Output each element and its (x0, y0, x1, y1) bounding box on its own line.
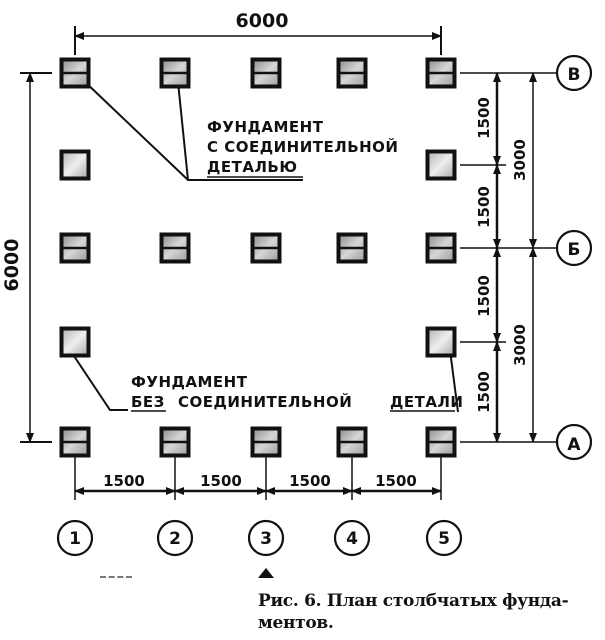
bottom-span-label-2: 1500 (200, 472, 242, 490)
foundation-with-connector (59, 57, 91, 89)
axis-bubble-col (425, 519, 463, 557)
foundation-with-connector (336, 57, 368, 89)
dimension-lines (20, 26, 593, 557)
foundation-with-connector (250, 57, 282, 89)
right-outer-span-label-1: 3000 (511, 139, 529, 181)
axis-label-col-1: 1 (69, 529, 81, 549)
foundation-with-connector (336, 232, 368, 264)
foundation-with-connector (250, 426, 282, 458)
note-without-connector-line2a: БЕЗ (131, 393, 165, 411)
foundation-with-connector (250, 232, 282, 264)
note-with-connector-line1: ФУНДАМЕНТ (207, 118, 324, 136)
axis-label-row-a: А (567, 435, 581, 455)
leader-line-without-connector-1 (69, 349, 128, 411)
axis-bubble-row (555, 229, 593, 267)
foundation-with-connector (59, 426, 91, 458)
axis-bubble-col (247, 519, 285, 557)
figure-caption: Рис. 6. План столбчатых фунда- ментов. (258, 590, 603, 634)
foundation-plain (425, 326, 457, 358)
axis-label-col-3: 3 (260, 529, 272, 549)
overall-width-label: 6000 (236, 10, 289, 32)
bottom-span-label-3: 1500 (289, 472, 331, 490)
right-inner-span-label-2: 1500 (475, 186, 493, 228)
foundation-plain (59, 149, 91, 181)
foundation-with-connector (425, 232, 457, 264)
print-smudge (100, 576, 132, 581)
leader-line-without-connector-2 (449, 349, 459, 413)
foundation-with-connector (159, 426, 191, 458)
leader-line-with-connector-2 (177, 81, 189, 181)
foundation-plain (425, 149, 457, 181)
foundation-with-connector (425, 57, 457, 89)
foundation-block (59, 149, 91, 181)
right-inner-span-label-4: 1500 (475, 371, 493, 413)
overall-height-label: 6000 (1, 239, 23, 292)
figure-caption-line1: Рис. 6. План столбчатых фунда- (258, 591, 569, 611)
figure-caption-line2: ментов. (258, 613, 334, 633)
foundation-block (425, 326, 457, 358)
axis-label-row-b: Б (568, 240, 581, 260)
right-inner-span-label-3: 1500 (475, 275, 493, 317)
note-with-connector-line3: ДЕТАЛЬЮ (207, 158, 297, 176)
axis-bubble-row (555, 423, 593, 461)
foundation-plain (59, 326, 91, 358)
bottom-span-label-1: 1500 (103, 472, 145, 490)
foundations (59, 57, 457, 458)
right-outer-span-label-2: 3000 (511, 324, 529, 366)
axis-bubble-col (56, 519, 94, 557)
axis-label-col-2: 2 (169, 529, 181, 549)
foundation-with-connector (336, 426, 368, 458)
axis-bubble-row (555, 54, 593, 92)
foundation-with-connector (425, 426, 457, 458)
note-without-connector-line2b: СОЕДИНИТЕЛЬНОЙ (178, 392, 352, 411)
foundation-with-connector (59, 232, 91, 264)
note-without-connector-line1: ФУНДАМЕНТ (131, 373, 248, 391)
axis-bubble-col (156, 519, 194, 557)
note-with-connector-line2: С СОЕДИНИТЕЛЬНОЙ (207, 137, 399, 156)
foundation-block (59, 326, 91, 358)
foundation-with-connector (159, 232, 191, 264)
bottom-span-label-4: 1500 (375, 472, 417, 490)
foundation-block (425, 149, 457, 181)
foundation-with-connector (159, 57, 191, 89)
axis-bubble-col (333, 519, 371, 557)
right-inner-span-label-1: 1500 (475, 97, 493, 139)
axis-label-col-4: 4 (346, 529, 358, 549)
note-without-connector-line2c: ДЕТАЛИ (390, 393, 463, 411)
labels: 6000 6000 1500 1500 1500 1500 1500 1500 … (1, 10, 581, 549)
axis-label-col-5: 5 (438, 529, 450, 549)
axis-label-row-v: В (568, 65, 581, 85)
caption-pointer-icon (258, 568, 274, 578)
